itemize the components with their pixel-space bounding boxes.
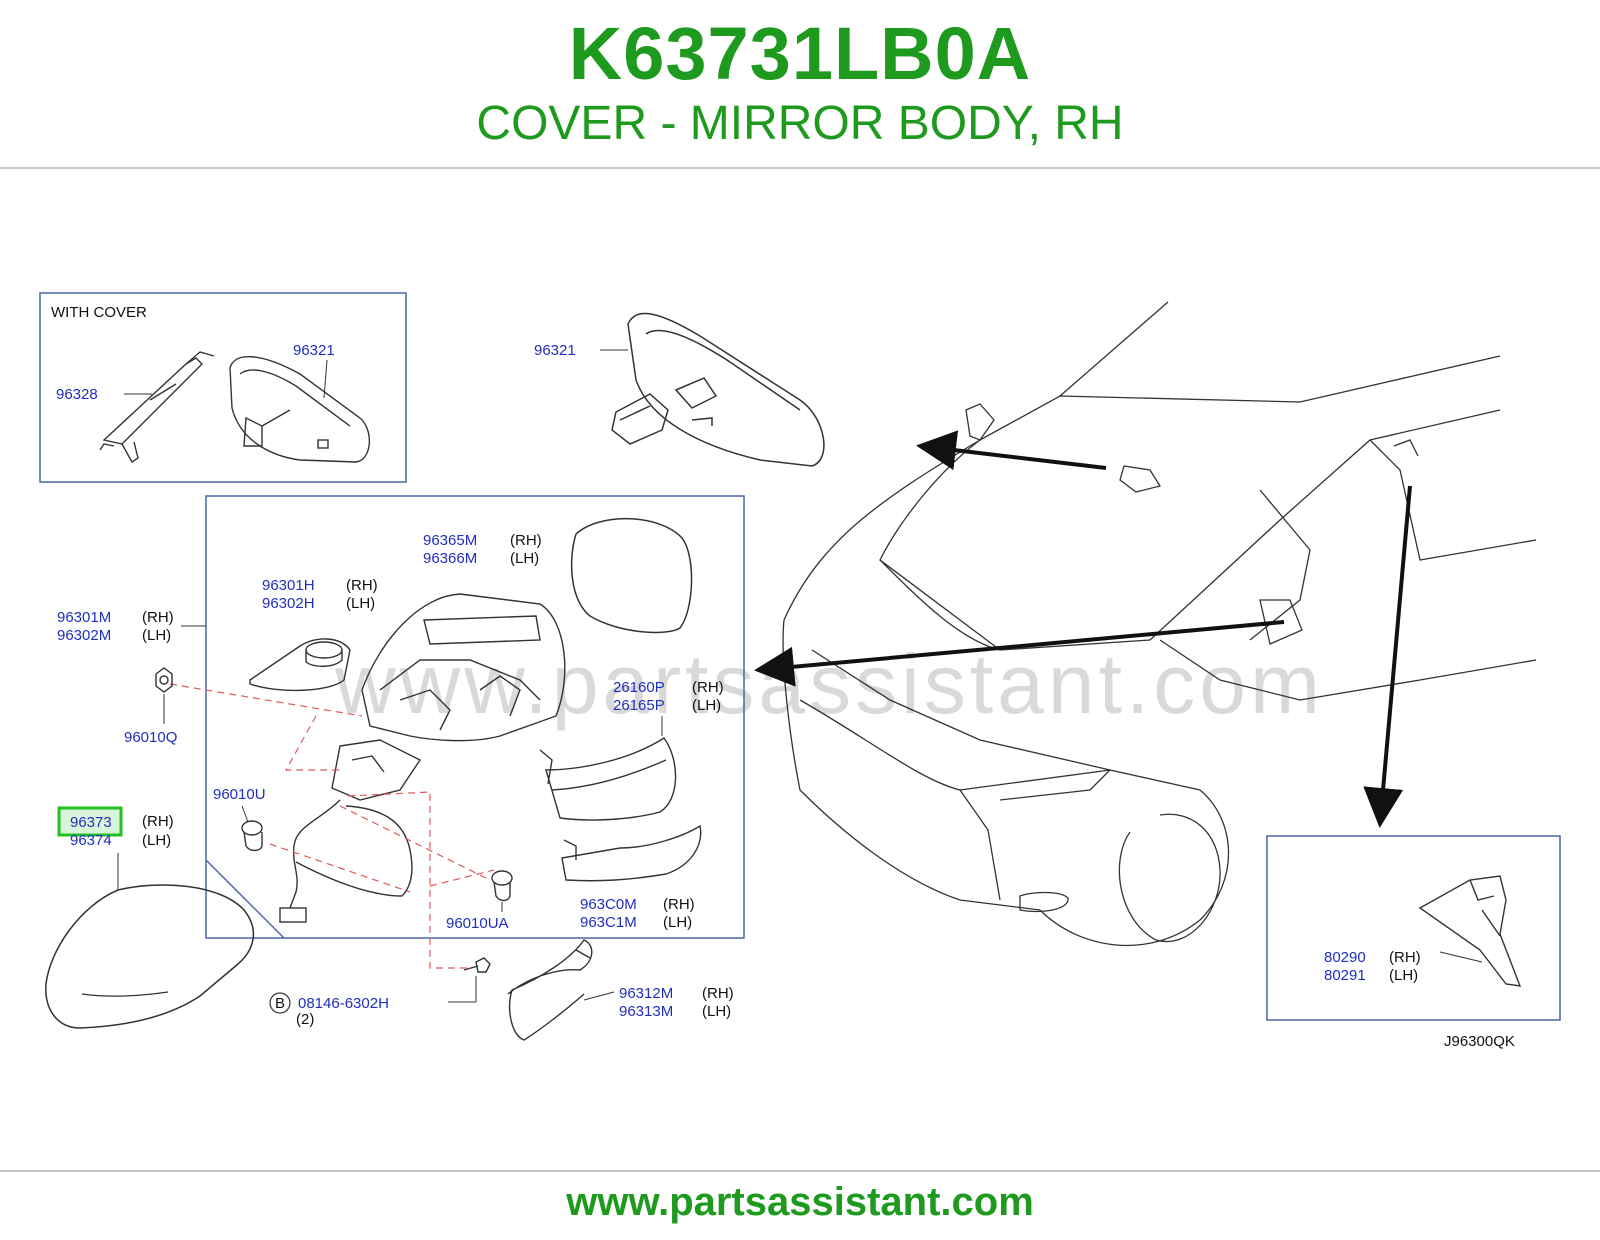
part-label-963C0M[interactable]: 963C0M	[580, 896, 637, 913]
assembly-dashed-lines	[169, 683, 495, 969]
part-description: COVER - MIRROR BODY, RH	[476, 97, 1124, 150]
arrow-to-rearview-mirror	[916, 430, 1107, 471]
inset-mirror-drawing	[229, 356, 371, 463]
label-rh-96365M: (RH)	[510, 532, 542, 549]
part-label-96312M[interactable]: 96312M	[619, 985, 673, 1002]
label-rh-96301M: (RH)	[142, 609, 174, 626]
part-label-26160P[interactable]: 26160P	[613, 679, 665, 696]
inset-box-with-cover	[39, 292, 407, 483]
part-label-26165P[interactable]: 26165P	[613, 697, 665, 714]
part-label-96328[interactable]: 96328	[56, 386, 98, 403]
part-number-title: K63731LB0A	[568, 12, 1032, 95]
part-label-96321[interactable]: 96321	[534, 342, 576, 359]
bolt-marker-letter: B	[275, 995, 285, 1012]
label-rh-26160P: (RH)	[692, 679, 724, 696]
parts-diagram: www.partsassistant.com WITH COVER 96328 …	[39, 292, 1561, 1050]
inset-box-finisher	[1266, 835, 1561, 1021]
bolt-drawing	[463, 957, 491, 973]
side-cover-drawing	[507, 939, 593, 1041]
clip-96010U-drawing	[241, 820, 263, 852]
label-lh-96302H: (LH)	[346, 595, 375, 612]
part-label-96010Q[interactable]: 96010Q	[124, 729, 177, 746]
label-rh-96312M: (RH)	[702, 985, 734, 1002]
header-divider	[0, 167, 1600, 169]
nut-drawing	[155, 667, 173, 693]
highlight-box-96373	[57, 806, 123, 837]
inset-cover-clip-drawing	[99, 351, 215, 464]
part-label-96313M[interactable]: 96313M	[619, 1003, 673, 1020]
footer-divider	[0, 1170, 1600, 1172]
wire-harness-drawing	[279, 799, 413, 923]
mirror-housing-drawing	[331, 593, 566, 801]
label-lh-80291: (LH)	[1389, 967, 1418, 984]
label-lh-96374: (LH)	[142, 832, 171, 849]
label-rh-96301H: (RH)	[346, 577, 378, 594]
mirror-body-cover-drawing	[45, 884, 255, 1029]
part-label-08146-6302H[interactable]: 08146-6302H	[298, 995, 389, 1012]
part-label-80290[interactable]: 80290	[1324, 949, 1366, 966]
lower-cover-drawing	[561, 824, 702, 882]
label-rh-96373: (RH)	[142, 813, 174, 830]
part-label-96366M[interactable]: 96366M	[423, 550, 477, 567]
part-label-80291[interactable]: 80291	[1324, 967, 1366, 984]
diagram-code: J96300QK	[1444, 1033, 1515, 1050]
arrow-to-finisher	[1363, 485, 1412, 828]
inset-title: WITH COVER	[51, 304, 147, 321]
clip-96010UA-drawing	[491, 870, 513, 902]
rearview-mirror-drawing	[611, 312, 825, 467]
bolt-quantity: (2)	[296, 1011, 314, 1028]
mirror-glass-drawing	[570, 518, 693, 634]
part-label-96010U[interactable]: 96010U	[213, 786, 266, 803]
part-label-96373[interactable]: 96373	[70, 814, 112, 831]
part-label-96374[interactable]: 96374	[70, 832, 112, 849]
part-label-96302M[interactable]: 96302M	[57, 627, 111, 644]
mirror-assembly-box	[205, 495, 745, 939]
arrow-to-door-mirror	[754, 620, 1285, 687]
part-label-inset-96321[interactable]: 96321	[293, 342, 335, 359]
label-lh-96366M: (LH)	[510, 550, 539, 567]
label-lh-96302M: (LH)	[142, 627, 171, 644]
part-label-96010UA[interactable]: 96010UA	[446, 915, 509, 932]
footer-website-link[interactable]: www.partsassistant.com	[566, 1180, 1034, 1224]
part-label-96302H[interactable]: 96302H	[262, 595, 315, 612]
pillar-finisher-drawing	[1418, 875, 1522, 987]
turn-signal-drawing	[539, 737, 677, 821]
part-label-96365M[interactable]: 96365M	[423, 532, 477, 549]
part-label-963C1M[interactable]: 963C1M	[580, 914, 637, 931]
label-rh-80290: (RH)	[1389, 949, 1421, 966]
label-lh-96313M: (LH)	[702, 1003, 731, 1020]
part-label-96301H[interactable]: 96301H	[262, 577, 315, 594]
bolt-marker-circle	[269, 992, 291, 1014]
label-lh-26165P: (LH)	[692, 697, 721, 714]
vehicle-outline-drawing	[782, 301, 1537, 947]
base-cover-drawing	[249, 638, 351, 692]
label-rh-963C0M: (RH)	[663, 896, 695, 913]
label-lh-963C1M: (LH)	[663, 914, 692, 931]
part-label-96301M[interactable]: 96301M	[57, 609, 111, 626]
